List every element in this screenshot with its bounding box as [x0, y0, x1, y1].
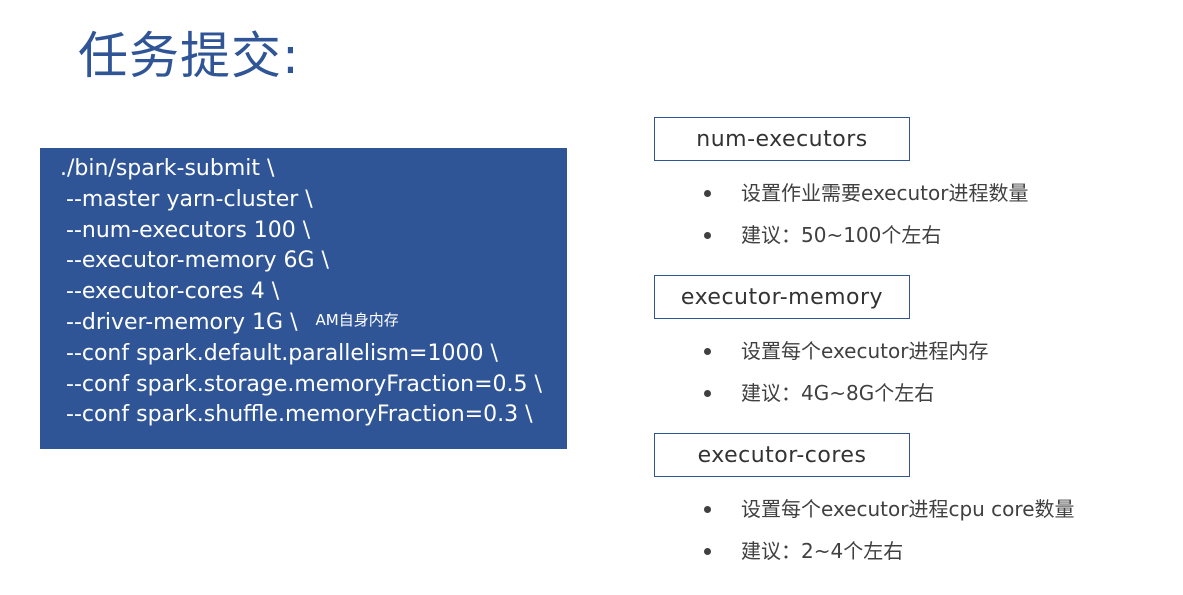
list-item: 设置每个executor进程cpu core数量: [704, 488, 1075, 530]
list-item: 建议：50~100个左右: [704, 214, 1028, 256]
code-line: --driver-memory 1G \ AM自身内存: [60, 308, 567, 339]
bullet-dot-icon: [704, 505, 711, 513]
list-item: 建议：2~4个左右: [704, 530, 1075, 572]
list-item: 设置作业需要executor进程数量: [704, 172, 1028, 214]
param-executor-memory-bullets: 设置每个executor进程内存 建议：4G~8G个左右: [704, 330, 988, 414]
command-code-block: ./bin/spark-submit \ --master yarn-clust…: [40, 148, 567, 449]
list-item: 建议：4G~8G个左右: [704, 372, 988, 414]
code-line: --master yarn-cluster \: [66, 186, 313, 212]
code-line: ./bin/spark-submit \: [60, 156, 275, 181]
code-line: --conf spark.storage.memoryFraction=0.5 …: [66, 371, 542, 397]
code-line: --conf spark.default.parallelism=1000 \: [66, 340, 498, 366]
bullet-dot-icon: [704, 389, 711, 397]
page-title: 任务提交:: [78, 27, 300, 85]
param-executor-cores: executor-cores: [654, 433, 910, 477]
driver-memory-note: AM自身内存: [315, 310, 399, 329]
bullet-dot-icon: [704, 231, 711, 239]
bullet-dot-icon: [704, 347, 711, 355]
list-item: 设置每个executor进程内存: [704, 330, 988, 372]
param-num-executors: num-executors: [654, 117, 910, 161]
bullet-dot-icon: [704, 189, 711, 197]
bullet-dot-icon: [704, 547, 711, 555]
param-num-executors-bullets: 设置作业需要executor进程数量 建议：50~100个左右: [704, 172, 1028, 256]
code-line: --executor-memory 6G \: [66, 248, 329, 274]
param-executor-memory: executor-memory: [654, 275, 910, 319]
param-executor-cores-bullets: 设置每个executor进程cpu core数量 建议：2~4个左右: [704, 488, 1075, 572]
code-line: --executor-cores 4 \: [66, 279, 280, 305]
code-line: --conf spark.shuffle.memoryFraction=0.3 …: [66, 402, 533, 428]
code-line: --num-executors 100 \: [66, 217, 311, 243]
